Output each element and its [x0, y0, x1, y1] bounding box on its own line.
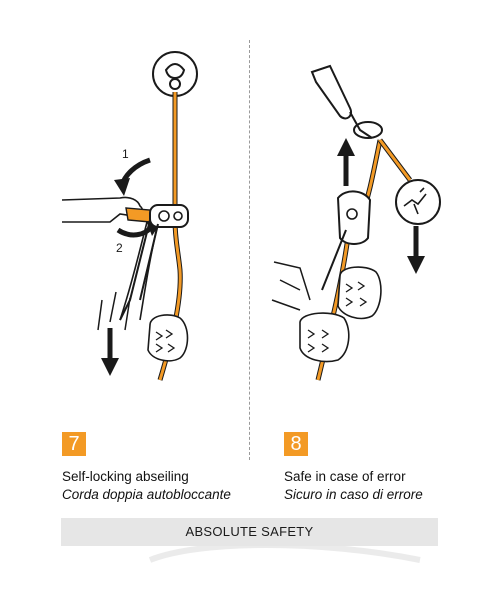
carabiner [310, 64, 352, 120]
hand-upper [337, 266, 382, 320]
caption-subtitle: Sicuro in caso di errore [284, 487, 423, 502]
step-number-badge: 7 [62, 432, 86, 456]
arrow-label-1: 1 [122, 147, 129, 161]
footer-label: ABSOLUTE SAFETY [185, 524, 314, 539]
panel-divider [249, 40, 250, 460]
caption-subtitle: Corda doppia autobloccante [62, 487, 231, 502]
caption: Self-locking abseiling Corda doppia auto… [62, 468, 231, 504]
hand-lower [299, 312, 350, 363]
anchor-ring-icon [152, 51, 198, 97]
caption: Safe in case of error Sicuro in caso di … [284, 468, 423, 504]
curved-arrow-icon [114, 157, 151, 196]
step-number-badge: 8 [284, 432, 308, 456]
caption-title: Self-locking abseiling [62, 469, 189, 484]
falling-climber-icon [395, 179, 441, 225]
footer-bar: ABSOLUTE SAFETY [61, 518, 438, 546]
arrow-up-icon [337, 138, 355, 186]
hand-upper [61, 196, 162, 223]
arrow-down-icon [407, 226, 425, 274]
arrow-label-2: 2 [116, 241, 123, 255]
belay-device [321, 190, 372, 291]
hand-lower [147, 314, 189, 362]
arrow-down-icon [101, 328, 119, 376]
right-illustration [271, 64, 441, 381]
left-illustration [61, 51, 198, 381]
caption-title: Safe in case of error [284, 469, 406, 484]
watermark [148, 542, 421, 563]
